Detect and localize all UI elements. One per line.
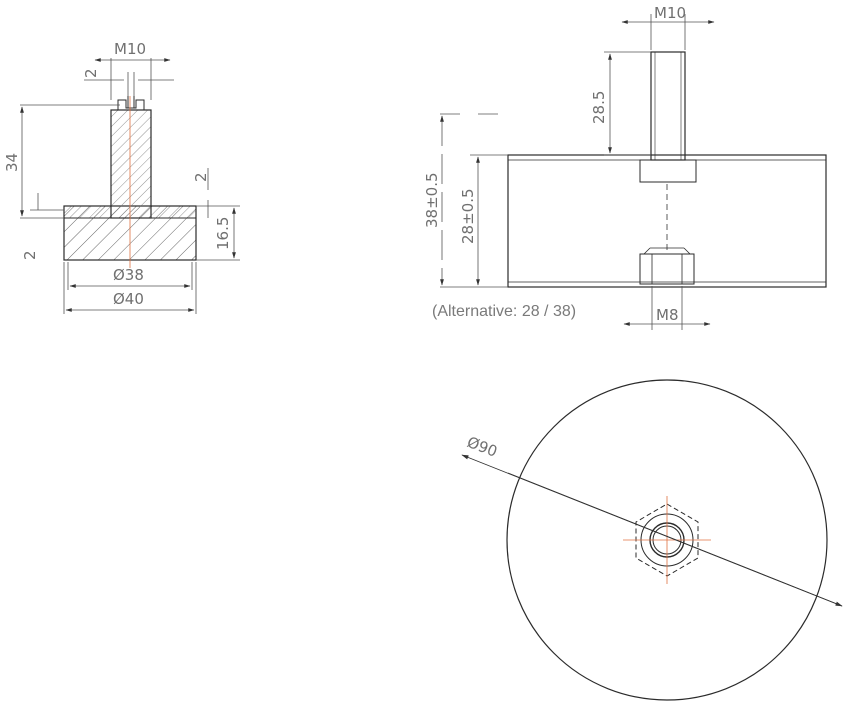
- side-thread-label: M10: [654, 4, 686, 22]
- side-height-outer-label: 38±0.5: [423, 172, 441, 228]
- stud-slot: [117, 99, 145, 110]
- section-inner-diameter-label: Ø38: [113, 266, 144, 284]
- side-nut: [639, 253, 695, 285]
- alternative-note: (Alternative: 28 / 38): [432, 303, 576, 320]
- section-view: M10 2 34 2 16.5 2 Ø38 Ø40: [3, 40, 240, 314]
- side-nut-thread-label: M8: [656, 306, 679, 324]
- top-outer-circle: [506, 379, 828, 701]
- stud: [110, 109, 152, 219]
- section-height-label: 34: [3, 153, 21, 172]
- section-thread-label: M10: [114, 40, 146, 58]
- section-slot-label: 2: [82, 68, 100, 78]
- section-bottom-step-label: 2: [21, 250, 39, 260]
- side-body: [507, 154, 827, 288]
- side-height-inner-label: 28±0.5: [459, 188, 477, 244]
- section-outer-diameter-label: Ø40: [113, 290, 144, 308]
- top-diameter-label: Ø90: [465, 433, 500, 461]
- side-stud: [650, 51, 686, 161]
- side-insert: [639, 159, 697, 183]
- top-view: Ø90: [461, 379, 843, 701]
- section-base-height-label: 16.5: [214, 217, 232, 250]
- side-stud-length-label: 28.5: [590, 91, 608, 124]
- section-top-step-label: 2: [192, 172, 210, 182]
- side-view: M10 28.5 38±0.5 28±0.5 M8 (Alternative: …: [423, 4, 827, 330]
